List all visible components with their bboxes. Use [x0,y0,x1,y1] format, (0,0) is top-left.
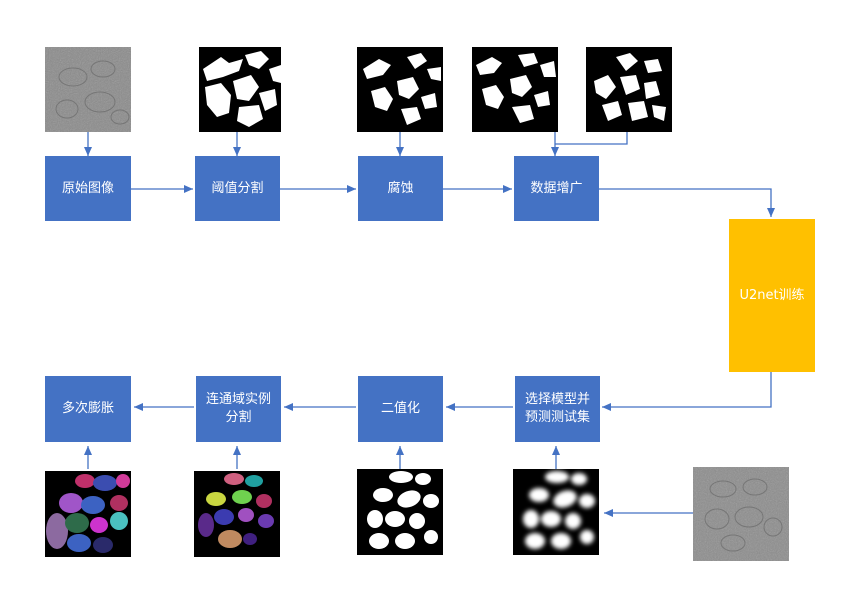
binarization-result-image [357,469,443,555]
step-connected-component-instance-segmentation: 连通域实例 分割 [196,376,281,442]
step-threshold-segmentation: 阈值分割 [195,156,280,221]
augment-sample-image-2 [586,47,672,132]
instance-segmentation-image [194,471,280,557]
arrow-augment-img2-to-box [555,132,628,145]
original-microscopy-image [45,47,131,132]
threshold-mask-image [199,47,281,132]
arrow-train-to-predict [602,372,772,411]
prediction-probability-image [513,469,599,555]
step-binarization: 二值化 [358,376,443,442]
step-data-augmentation: 数据增广 [514,156,599,221]
step-multiple-dilation: 多次膨胀 [45,376,131,442]
arrow-augment-to-train [599,188,775,217]
dilation-result-image [45,471,131,557]
test-microscopy-image [693,467,789,561]
step-u2net-training: U2net训练 [729,219,815,372]
step-select-model-predict-test: 选择模型并 预测测试集 [515,376,600,442]
step-original-image: 原始图像 [45,156,131,221]
step-erosion: 腐蚀 [358,156,443,221]
erosion-mask-image [357,47,443,132]
augment-sample-image-1 [472,47,558,132]
